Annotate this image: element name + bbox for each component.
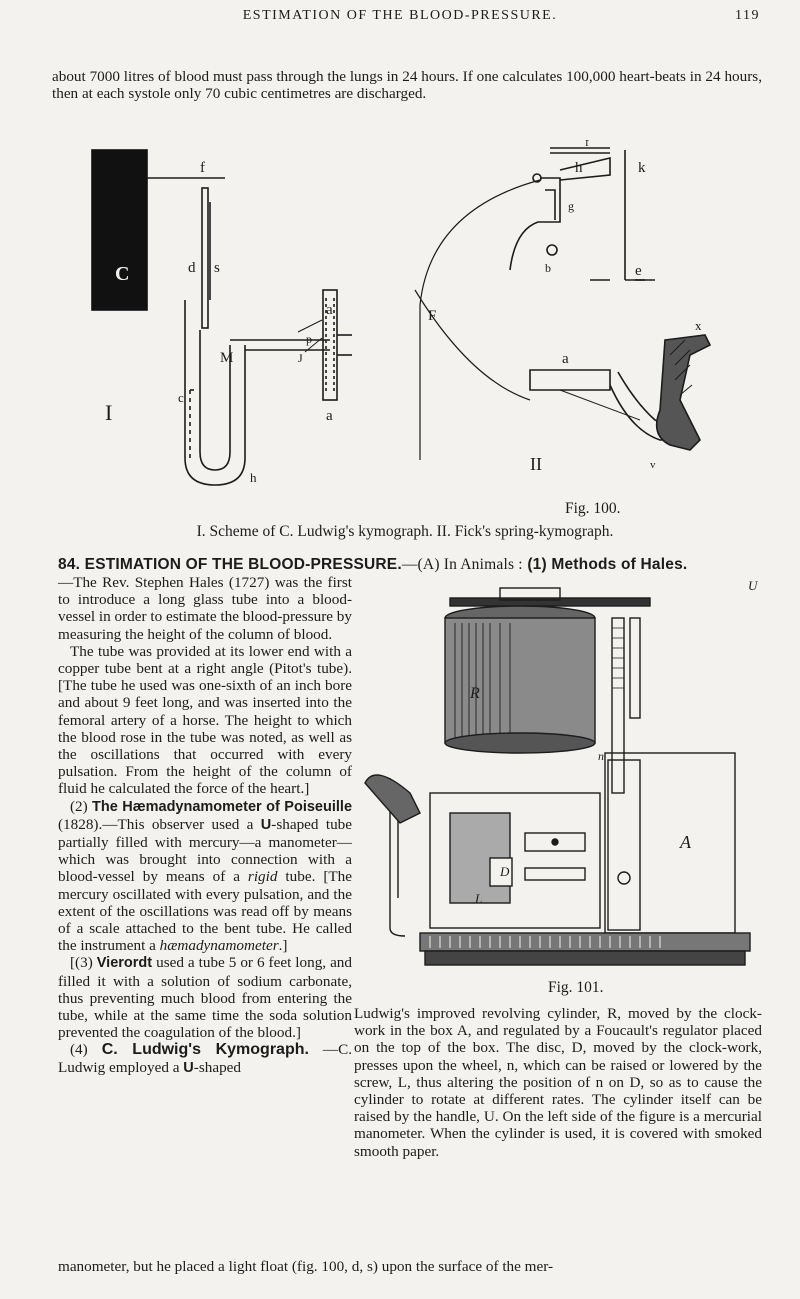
figure-101-caption: Ludwig's improved revolving cylinder, R,… <box>354 1005 762 1160</box>
label-c-cap: C <box>115 263 129 285</box>
bottom-line: manometer, but he placed a light float (… <box>58 1258 554 1275</box>
u-tube-inner <box>199 330 231 471</box>
section-subtitle-lead: —(A) In Animals : <box>401 556 523 573</box>
section-number: 84. <box>58 556 81 573</box>
label-f-cap: F <box>428 308 436 324</box>
label-j: J <box>298 351 303 365</box>
label-u: U <box>748 578 759 593</box>
poiseuille-paragraph: (2) The Hæmadynamometer of Poiseuille (1… <box>58 797 353 955</box>
label-a-top: a <box>326 302 333 318</box>
vierordt-name: Vierordt <box>96 955 153 972</box>
label-g: g <box>568 199 574 213</box>
label-s: s <box>214 260 220 276</box>
running-title: ESTIMATION OF THE BLOOD-PRESSURE. <box>242 8 558 23</box>
figure-101-label: Fig. 101. <box>548 979 604 996</box>
trace-line <box>99 162 144 176</box>
label-d: D <box>499 864 510 879</box>
revolving-cylinder <box>444 617 596 744</box>
label-k: k <box>638 160 646 176</box>
label-m: M <box>220 350 233 366</box>
label-d: d <box>188 260 196 276</box>
label-f: f <box>200 160 205 176</box>
label-b: b <box>545 261 551 275</box>
section-subtitle-rest: (1) Methods of Hales. <box>527 556 688 573</box>
label-f2: f <box>585 140 589 149</box>
label-roman-ii: II <box>530 454 542 474</box>
left-column: —The Rev. Stephen Hales (1727) was the f… <box>58 574 352 1077</box>
figure-100-label: Fig. 100. <box>565 500 621 517</box>
label-r: R <box>469 685 480 702</box>
figure-100-illustration: C f d s M a p J a c h I f h k g b e F a … <box>91 140 712 486</box>
poiseuille-title: The Hæmadynamometer of Poiseuille <box>91 798 353 815</box>
label-v: v <box>650 459 656 471</box>
label-a: A <box>679 832 692 852</box>
label-l: L <box>474 891 482 906</box>
label-n: n <box>598 749 604 763</box>
screw-rod <box>611 617 625 794</box>
hales-paragraph-1: —The Rev. Stephen Hales (1727) was the f… <box>58 574 352 643</box>
label-p: p <box>306 332 312 346</box>
ludwig-title: C. Ludwig's Kymograph. <box>101 1041 309 1059</box>
page-number: 119 <box>735 8 760 23</box>
float-rod <box>201 187 209 329</box>
label-h: h <box>250 470 257 485</box>
ludwig-heading-paragraph: (4) C. Ludwig's Kymograph. —C. Ludwig em… <box>58 1041 353 1076</box>
label-a-bottom: a <box>326 408 333 424</box>
intro-paragraph: about 7000 litres of blood must pass thr… <box>52 68 762 103</box>
label-roman-i: I <box>105 400 112 425</box>
section-title: ESTIMATION OF THE BLOOD-PRESSURE. <box>84 556 402 573</box>
label-h2: h <box>575 160 583 176</box>
label-a2: a <box>562 351 569 367</box>
figure-100-caption: I. Scheme of C. Ludwig's kymograph. II. … <box>196 523 614 540</box>
kymograph-drum <box>91 149 148 311</box>
label-e: e <box>635 263 642 279</box>
vierordt-paragraph: [(3) Vierordt used a tube 5 or 6 feet lo… <box>58 954 352 1042</box>
label-x: x <box>695 318 702 333</box>
hales-paragraph-2: The tube was provided at its lower end w… <box>58 642 352 798</box>
running-header: ESTIMATION OF THE BLOOD-PRESSURE. 119 <box>0 8 800 32</box>
u-tube-outer <box>184 300 246 486</box>
section-heading: 84. ESTIMATION OF THE BLOOD-PRESSURE.—(A… <box>58 556 778 574</box>
figure-101-illustration: R n U D L A <box>364 578 759 966</box>
label-c: c <box>178 390 184 405</box>
